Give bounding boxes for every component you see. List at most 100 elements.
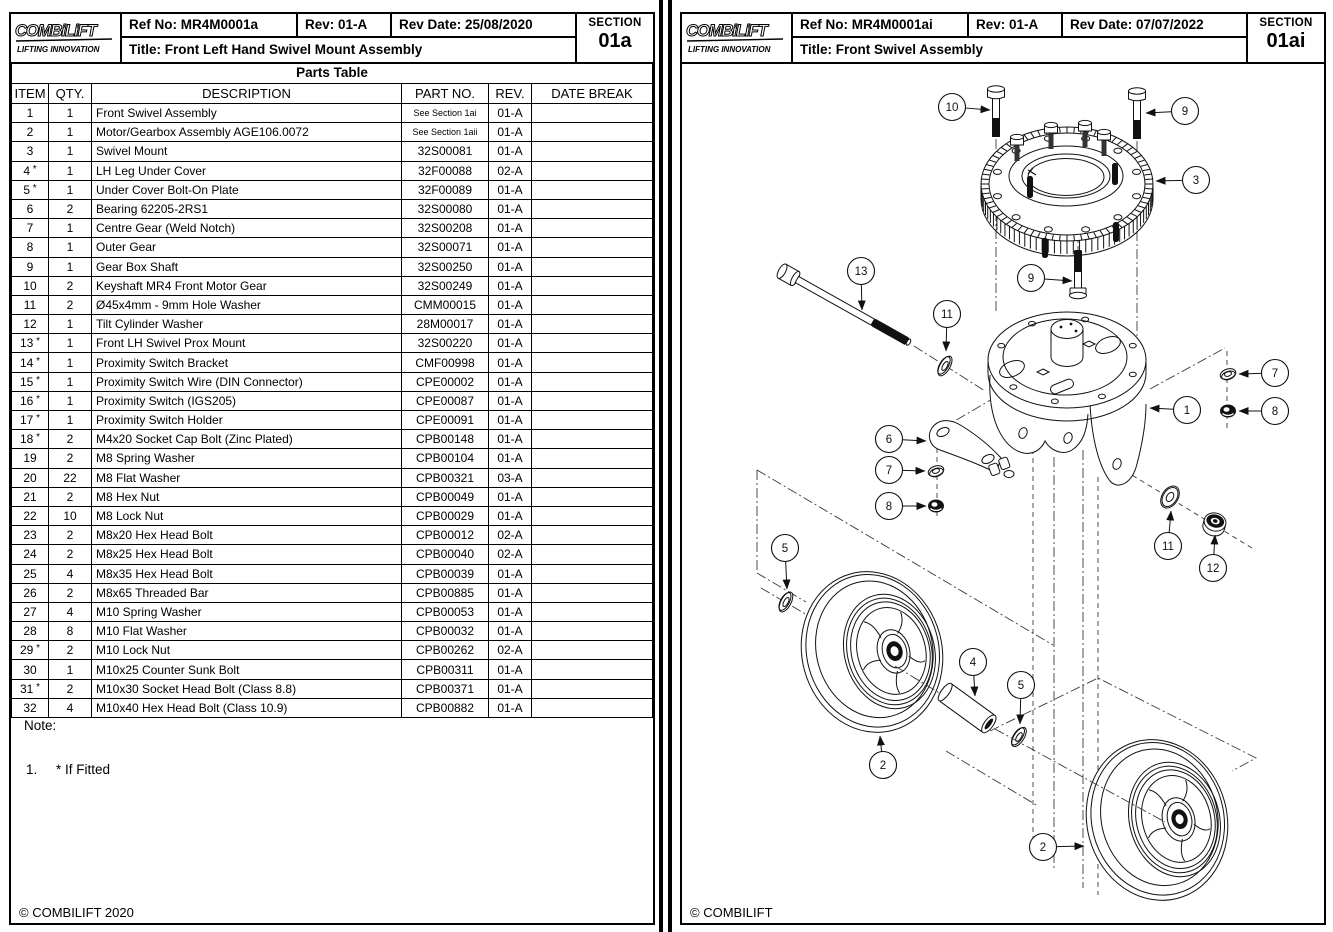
table-cell: Under Cover Bolt-On Plate [91, 179, 402, 200]
leader-line-5 [782, 561, 791, 590]
table-cell: 1 [48, 160, 92, 181]
table-cell: CPE00002 [401, 371, 489, 392]
bolt-13 [776, 263, 912, 346]
column-header: REV. [488, 83, 532, 104]
table-cell [531, 102, 653, 124]
logo-brand-text: COMBiLiFT [15, 22, 99, 40]
table-cell: M10x40 Hex Head Bolt (Class 10.9) [91, 697, 402, 719]
table-cell: 29 * [11, 640, 49, 661]
rev: Rev: 01-A [969, 14, 1063, 36]
table-cell: 01-A [488, 659, 532, 680]
balloon-6 [874, 424, 904, 454]
table-cell: 01-A [488, 102, 532, 124]
phantom-lines [756, 139, 1257, 895]
balloon-label-5: 5 [1018, 680, 1024, 692]
leader-line-5 [1016, 698, 1025, 725]
table-cell [531, 563, 653, 584]
table-cell [531, 256, 653, 277]
section-label: SECTION [1259, 17, 1313, 29]
table-cell: Front Swivel Assembly [91, 102, 402, 124]
table-cell: 01-A [488, 256, 532, 277]
table-cell: 01-A [488, 429, 532, 450]
right-title-block: COMBiLiFT LIFTING INNOVATION Ref No: MR4… [682, 14, 1324, 64]
table-cell: 32S00249 [401, 275, 489, 296]
table-cell [531, 409, 653, 431]
leader-line-4 [970, 675, 979, 697]
table-cell: 2 [48, 544, 92, 565]
table-cell: 28 [11, 621, 49, 642]
bracket-6 [928, 420, 1015, 478]
table-cell: M10x25 Counter Sunk Bolt [91, 659, 402, 680]
balloon-label-7: 7 [1272, 368, 1278, 380]
balloon-5 [1006, 670, 1036, 700]
note-item: 1.* If Fitted [26, 762, 110, 777]
table-cell: CMM00015 [401, 294, 489, 316]
balloon-label-7: 7 [886, 465, 892, 477]
table-cell: CPB00104 [401, 448, 489, 469]
table-cell: 32S00081 [401, 141, 489, 162]
sheet-title: Title: Front Left Hand Swivel Mount Asse… [129, 42, 423, 57]
table-cell: 01-A [488, 275, 532, 296]
table-cell: 1 [11, 102, 49, 124]
spacer-4 [937, 682, 997, 734]
washer-5-mid [1007, 724, 1030, 750]
table-cell: M10 Spring Washer [91, 601, 402, 623]
table-cell: 32S00208 [401, 218, 489, 239]
table-cell: 14 * [11, 352, 49, 373]
leader-line-3 [1155, 176, 1183, 185]
table-cell: 32F00089 [401, 179, 489, 200]
section-code: 01a [598, 30, 632, 52]
table-cell: 11 [11, 294, 49, 316]
table-cell: 01-A [488, 237, 532, 258]
balloon-label-1: 1 [1184, 405, 1190, 417]
balloon-label-5: 5 [782, 543, 788, 555]
table-cell: 1 [48, 237, 92, 258]
table-cell: Ø45x4mm - 9mm Hole Washer [91, 294, 402, 316]
table-cell: 01-A [488, 198, 532, 220]
table-cell: M8 Spring Washer [91, 448, 402, 469]
washer-11-upper [934, 353, 956, 379]
table-cell: 32S00071 [401, 237, 489, 258]
table-cell: 32S00080 [401, 198, 489, 220]
washer-5-left [775, 589, 797, 615]
table-cell [531, 294, 653, 316]
table-cell: 2 [11, 122, 49, 143]
table-cell: 2 [48, 294, 92, 316]
rev: Rev: 01-A [298, 14, 392, 36]
table-cell: 13 * [11, 333, 49, 354]
logo-tagline-text: LIFTING INNOVATION [17, 45, 100, 54]
table-cell: 4 [48, 697, 92, 719]
left-footer-copyright: © COMBILIFT 2020 [19, 905, 134, 920]
table-cell: Centre Gear (Weld Notch) [91, 218, 402, 239]
table-cell: 23 [11, 525, 49, 546]
table-cell: 8 [48, 621, 92, 642]
parts-table-caption: Parts Table [11, 62, 653, 84]
table-cell: 22 [48, 467, 92, 488]
balloon-3 [1181, 165, 1211, 195]
table-cell [531, 621, 653, 642]
table-cell: Proximity Switch Holder [91, 409, 402, 431]
balloon-4 [958, 647, 988, 677]
bolt-9-top [1128, 87, 1146, 140]
leader-line-13 [857, 284, 866, 311]
table-cell: 22 [11, 505, 49, 527]
table-cell: 01-A [488, 218, 532, 239]
table-cell: 03-A [488, 467, 532, 488]
table-cell: 6 [11, 198, 49, 220]
right-footer-copyright: © COMBILIFT [690, 905, 773, 920]
table-cell [531, 333, 653, 354]
section-code: 01ai [1266, 30, 1306, 52]
left-title-block: COMBiLiFT LIFTING INNOVATION Ref No: MR4… [11, 14, 653, 64]
